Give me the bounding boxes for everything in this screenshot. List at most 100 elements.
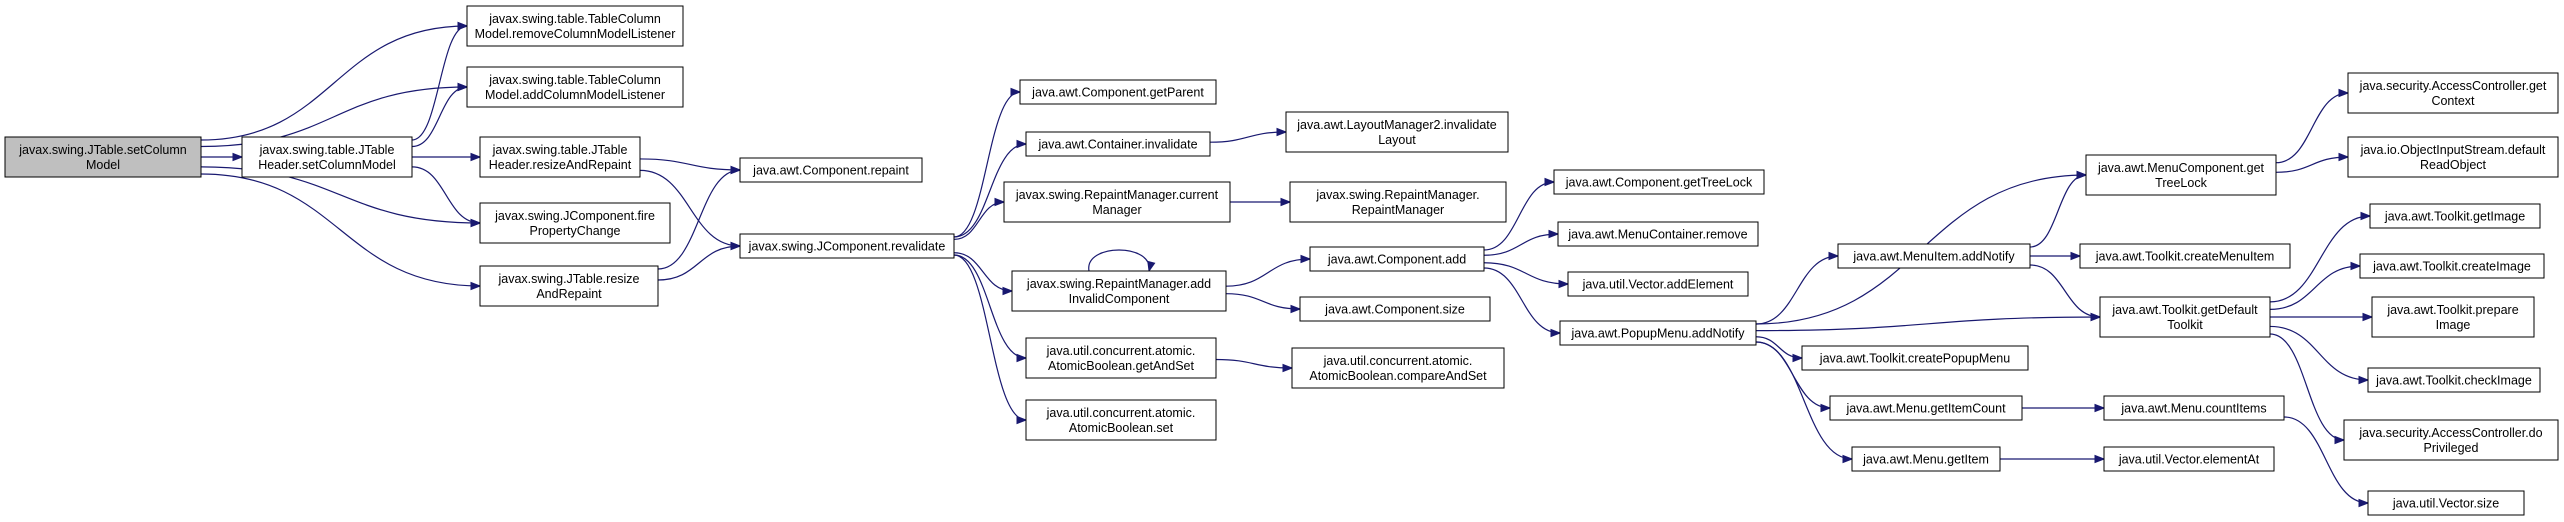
edge-rm-addinvalid-to-rm-addinvalid [1088, 249, 1156, 273]
node-label-line: ReadObject [2420, 158, 2487, 172]
node-add-cml[interactable]: javax.swing.table.TableColumnModel.addCo… [466, 66, 684, 108]
node-jth-setcm[interactable]: javax.swing.table.JTableHeader.setColumn… [241, 136, 413, 178]
node-label-line: Image [2436, 318, 2471, 332]
node-label-line: AtomicBoolean.set [1069, 421, 1174, 435]
edge-arrowhead [232, 152, 244, 162]
node-vec-size[interactable]: java.util.Vector.size [2367, 490, 2525, 516]
edge-line [657, 169, 741, 270]
node-ois-defaultread[interactable]: java.io.ObjectInputStream.defaultReadObj… [2347, 136, 2559, 178]
node-menu-getitem[interactable]: java.awt.Menu.getItem [1851, 446, 2001, 472]
node-cont-invalidate[interactable]: java.awt.Container.invalidate [1025, 131, 1211, 157]
node-tk-checkimage[interactable]: java.awt.Toolkit.checkImage [2367, 367, 2541, 393]
node-label-line: java.awt.Menu.getItem [1862, 453, 1989, 467]
node-label-line: java.awt.Component.add [1327, 253, 1466, 267]
node-vec-elementat[interactable]: java.util.Vector.elementAt [2103, 446, 2275, 472]
node-label-line: java.util.concurrent.atomic. [1046, 344, 1196, 358]
node-box [1019, 79, 1217, 105]
node-jt-resize[interactable]: javax.swing.JTable.resizeAndRepaint [479, 265, 659, 307]
node-label-line: java.awt.MenuComponent.get [2097, 161, 2265, 175]
edge-arrowhead [457, 82, 469, 92]
edge-line [1483, 267, 1561, 334]
node-vec-addel[interactable]: java.util.Vector.addElement [1567, 271, 1749, 297]
node-box [1011, 270, 1227, 312]
node-comp-gettreelock[interactable]: java.awt.Component.getTreeLock [1553, 169, 1765, 195]
node-label-line: javax.swing.table.TableColumn [488, 73, 661, 87]
edge-arrowhead [1016, 353, 1028, 363]
node-label-line: java.util.Vector.addElement [1582, 278, 1734, 292]
node-box [1285, 111, 1509, 153]
edge-line [2283, 416, 2369, 504]
node-root[interactable]: javax.swing.JTable.setColumnModel [4, 136, 202, 178]
node-ac-doprivileged[interactable]: java.security.AccessController.doPrivile… [2343, 419, 2559, 461]
edge-arrowhead [1548, 229, 1560, 239]
edge-line [1209, 131, 1287, 143]
edge-jc-revalidate-to-rm-current [953, 197, 1006, 240]
node-label-line: TreeLock [2155, 176, 2207, 190]
edge-line [657, 245, 741, 281]
node-comp-add[interactable]: java.awt.Component.add [1309, 246, 1485, 272]
node-pm-addnotify[interactable]: java.awt.PopupMenu.addNotify [1559, 320, 1757, 346]
node-menu-countitems[interactable]: java.awt.Menu.countItems [2103, 395, 2285, 421]
node-label-line: AtomicBoolean.compareAndSet [1309, 369, 1487, 383]
node-rm-addinvalid[interactable]: javax.swing.RepaintManager.addInvalidCom… [1011, 270, 1227, 312]
edge-mi-addnotify-to-mcomp-gettreelock [2029, 170, 2088, 248]
node-mc-remove[interactable]: java.awt.MenuContainer.remove [1557, 221, 1759, 247]
node-ab-cas[interactable]: java.util.concurrent.atomic.AtomicBoolea… [1291, 347, 1505, 389]
edge-arrowhead [470, 281, 482, 291]
node-tk-createimage[interactable]: java.awt.Toolkit.createImage [2359, 253, 2545, 279]
edge-line [411, 25, 468, 141]
node-rm-current[interactable]: javax.swing.RepaintManager.currentManage… [1003, 181, 1231, 223]
node-jth-resize[interactable]: javax.swing.table.JTableHeader.resizeAnd… [479, 136, 641, 178]
edge-arrowhead [994, 197, 1006, 207]
edge-arrowhead [1002, 286, 1014, 296]
node-label-line: Manager [1092, 203, 1141, 217]
node-ab-getandset[interactable]: java.util.concurrent.atomic.AtomicBoolea… [1025, 337, 1217, 379]
node-box [479, 265, 659, 307]
node-box [2099, 296, 2271, 338]
node-box [466, 66, 684, 108]
edge-line [2269, 325, 2369, 381]
node-ac-getcontext[interactable]: java.security.AccessController.getContex… [2347, 72, 2559, 114]
node-comp-repaint[interactable]: java.awt.Component.repaint [739, 157, 923, 183]
edge-line [953, 254, 1027, 421]
node-box [2371, 296, 2535, 338]
node-tk-createmenuitem[interactable]: java.awt.Toolkit.createMenuItem [2079, 243, 2291, 269]
edge-tk-getdefault-to-ac-doprivileged [2269, 333, 2346, 445]
edge-comp-add-to-comp-gettreelock [1483, 177, 1556, 251]
node-ab-set[interactable]: java.util.concurrent.atomic.AtomicBoolea… [1025, 399, 1217, 441]
edge-line [1483, 181, 1555, 251]
node-jc-revalidate[interactable]: javax.swing.JComponent.revalidate [739, 233, 955, 259]
node-rm-rm[interactable]: javax.swing.RepaintManager.RepaintManage… [1289, 181, 1507, 223]
edge-arrowhead [1282, 363, 1294, 373]
node-tk-getimage[interactable]: java.awt.Toolkit.getImage [2369, 203, 2541, 229]
node-box [2347, 136, 2559, 178]
node-label-line: javax.swing.JComponent.revalidate [748, 240, 946, 254]
node-mcomp-gettreelock[interactable]: java.awt.MenuComponent.getTreeLock [2085, 154, 2277, 196]
node-remove-cml[interactable]: javax.swing.table.TableColumnModel.remov… [466, 5, 684, 47]
node-menu-getitemcount[interactable]: java.awt.Menu.getItemCount [1829, 395, 2023, 421]
edge-arrowhead [2350, 261, 2362, 271]
node-box [739, 233, 955, 259]
edge-arrowhead [1280, 197, 1292, 207]
node-tk-createpopup[interactable]: java.awt.Toolkit.createPopupMenu [1801, 345, 2029, 371]
edge-jc-revalidate-to-cont-invalidate [953, 139, 1028, 238]
node-jc-fire[interactable]: javax.swing.JComponent.firePropertyChang… [479, 202, 671, 244]
node-comp-getparent[interactable]: java.awt.Component.getParent [1019, 79, 1217, 105]
edge-arrowhead [2094, 454, 2106, 464]
node-comp-size[interactable]: java.awt.Component.size [1299, 296, 1491, 322]
node-label-line: javax.swing.table.JTable [492, 143, 628, 157]
edge-arrowhead [1558, 279, 1570, 289]
node-mi-addnotify[interactable]: java.awt.MenuItem.addNotify [1837, 243, 2031, 269]
edge-pm-addnotify-to-tk-createpopup [1755, 336, 1804, 363]
node-box [2367, 490, 2525, 516]
node-label-line: java.util.concurrent.atomic. [1046, 406, 1196, 420]
node-label-line: Model.addColumnModelListener [485, 88, 665, 102]
edge-arrowhead [1147, 260, 1156, 273]
edge-mi-addnotify-to-tk-createmenuitem [2029, 251, 2082, 261]
node-box [479, 202, 671, 244]
edge-line [2029, 264, 2101, 318]
